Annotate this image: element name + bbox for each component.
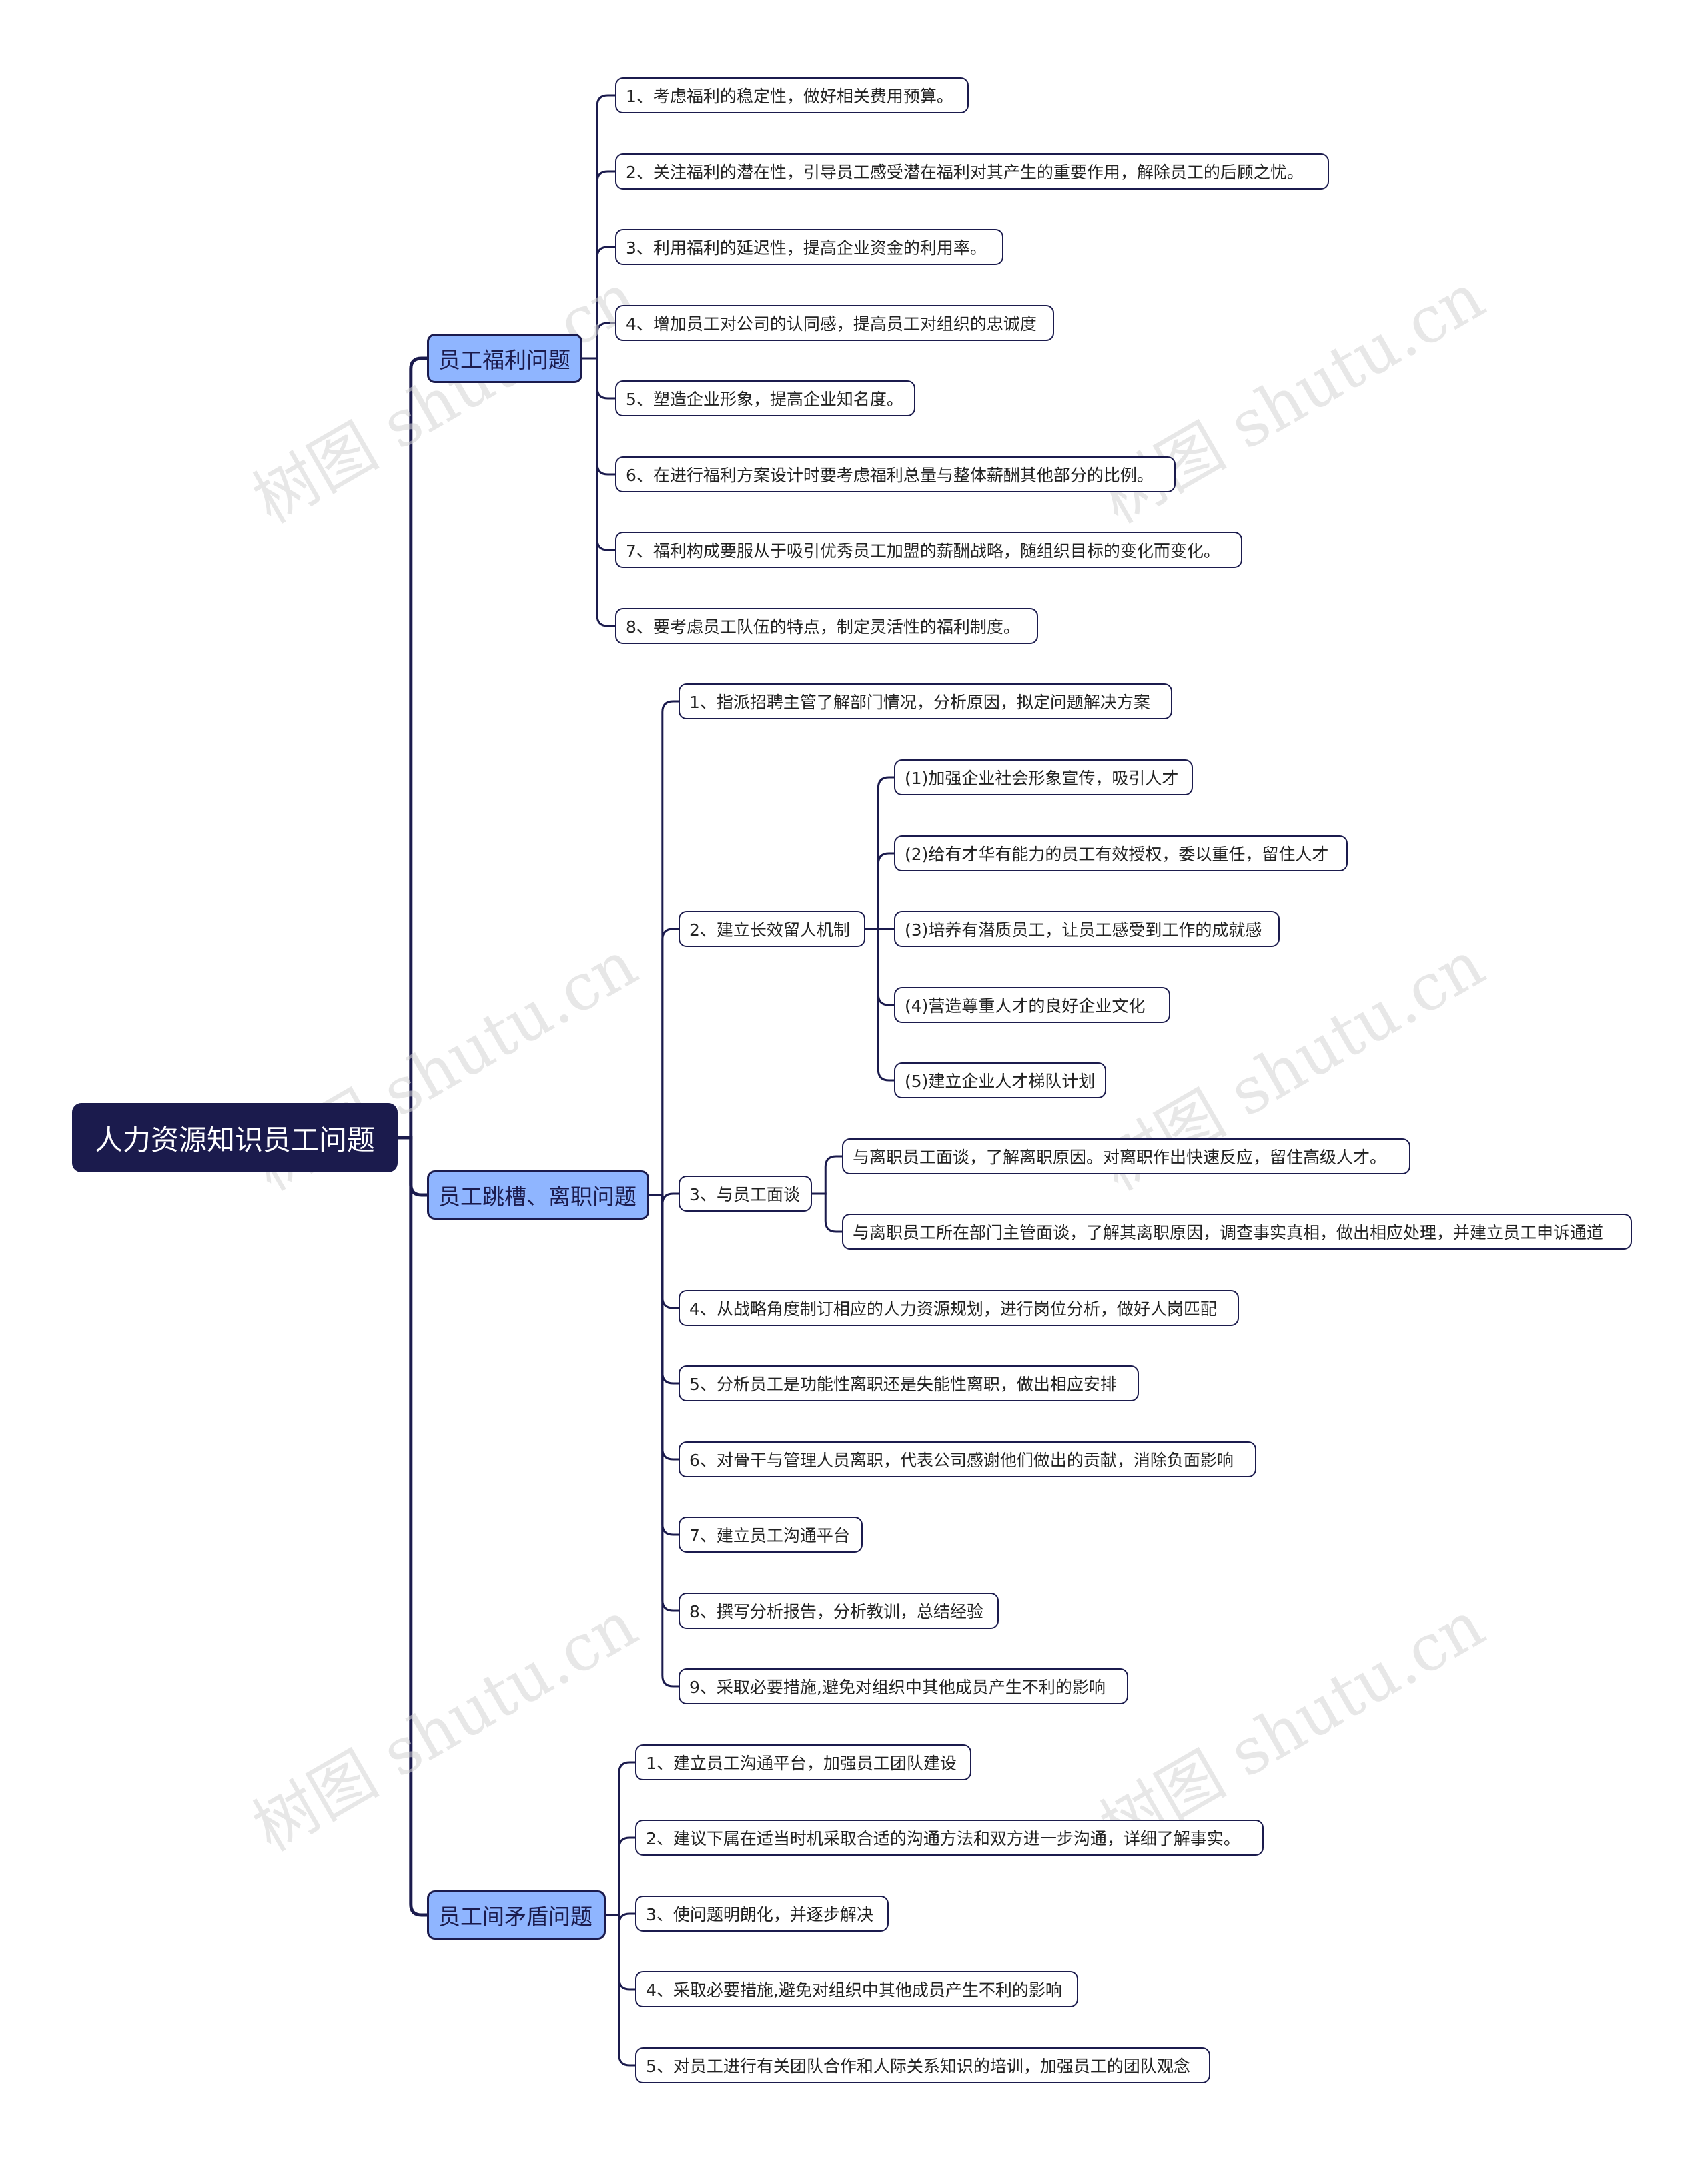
conflict-item-4[interactable]: 4、采取必要措施,避免对组织中其他成员产生不利的影响: [635, 1971, 1078, 2007]
turnover-item-9[interactable]: 9、采取必要措施,避免对组织中其他成员产生不利的影响: [679, 1668, 1128, 1704]
retention-item-1[interactable]: (1)加强企业社会形象宣传，吸引人才: [894, 759, 1193, 795]
retention-item-4[interactable]: (4)营造尊重人才的良好企业文化: [894, 987, 1170, 1023]
welfare-item-3[interactable]: 3、利用福利的延迟性，提高企业资金的利用率。: [615, 229, 1003, 265]
conflict-item-2[interactable]: 2、建议下属在适当时机采取合适的沟通方法和双方进一步沟通，详细了解事实。: [635, 1820, 1264, 1856]
turnover-item-7[interactable]: 7、建立员工沟通平台: [679, 1517, 863, 1553]
connector-line: [582, 357, 615, 476]
conflict-item-5[interactable]: 5、对员工进行有关团队合作和人际关系知识的培训，加强员工的团队观念: [635, 2047, 1210, 2083]
interview-item-2[interactable]: 与离职员工所在部门主管面谈，了解其离职原因，调查事实真相，做出相应处理，并建立员…: [842, 1214, 1632, 1250]
connector-line: [812, 1155, 842, 1195]
connector-line: [606, 1914, 635, 2067]
connector-line: [865, 776, 894, 930]
connector-line: [649, 1194, 679, 1688]
turnover-item-2[interactable]: 2、建立长效留人机制: [679, 911, 865, 947]
connector-line: [398, 1136, 427, 1917]
turnover-item-1[interactable]: 1、指派招聘主管了解部门情况，分析原因，拟定问题解决方案: [679, 683, 1172, 719]
connector-line: [606, 1761, 635, 1916]
connector-line: [582, 170, 615, 360]
connector-line: [582, 94, 615, 360]
connector-line: [649, 928, 679, 1196]
retention-item-5[interactable]: (5)建立企业人才梯队计划: [894, 1062, 1106, 1098]
connector-line: [606, 1836, 635, 1916]
root-topic[interactable]: 人力资源知识员工问题: [72, 1103, 398, 1172]
welfare-item-2[interactable]: 2、关注福利的潜在性，引导员工感受潜在福利对其产生的重要作用，解除员工的后顾之忧…: [615, 153, 1329, 190]
welfare-item-7[interactable]: 7、福利构成要服从于吸引优秀员工加盟的薪酬战略，随组织目标的变化而变化。: [615, 532, 1242, 568]
welfare-item-6[interactable]: 6、在进行福利方案设计时要考虑福利总量与整体薪酬其他部分的比例。: [615, 456, 1176, 492]
connector-line: [865, 852, 894, 930]
turnover-item-3[interactable]: 3、与员工面谈: [679, 1176, 812, 1212]
retention-item-2[interactable]: (2)给有才华有能力的员工有效授权，委以重任，留住人才: [894, 835, 1348, 871]
conflict-item-3[interactable]: 3、使问题明朗化，并逐步解决: [635, 1896, 889, 1932]
turnover-item-6[interactable]: 6、对骨干与管理人员离职，代表公司感谢他们做出的贡献，消除负面影响: [679, 1441, 1256, 1477]
connector-line: [606, 1914, 635, 1991]
connector-line: [812, 1192, 842, 1233]
connector-line: [865, 928, 894, 1006]
connector-line: [582, 357, 615, 400]
welfare-item-4[interactable]: 4、增加员工对公司的认同感，提高员工对组织的忠诚度: [615, 305, 1054, 341]
connector-line: [582, 357, 615, 627]
interview-item-1[interactable]: 与离职员工面谈，了解离职原因。对离职作出快速反应，留住高级人才。: [842, 1138, 1410, 1174]
connector-line: [649, 1194, 679, 1536]
connector-line: [865, 928, 894, 1082]
connector-line: [398, 356, 427, 1140]
connector-line: [649, 1194, 679, 1461]
turnover-item-5[interactable]: 5、分析员工是功能性离职还是失能性离职，做出相应安排: [679, 1365, 1139, 1401]
connector-line: [582, 357, 615, 551]
turnover-item-4[interactable]: 4、从战略角度制订相应的人力资源规划，进行岗位分析，做好人岗匹配: [679, 1290, 1239, 1326]
branch-turnover[interactable]: 员工跳槽、离职问题: [427, 1170, 649, 1220]
turnover-item-8[interactable]: 8、撰写分析报告，分析教训，总结经验: [679, 1593, 999, 1629]
branch-welfare[interactable]: 员工福利问题: [427, 334, 582, 383]
connector-line: [649, 1194, 679, 1612]
welfare-item-1[interactable]: 1、考虑福利的稳定性，做好相关费用预算。: [615, 77, 969, 113]
branch-conflict[interactable]: 员工间矛盾问题: [427, 1890, 606, 1940]
connector-line: [649, 1194, 679, 1309]
connector-line: [582, 246, 615, 360]
welfare-item-8[interactable]: 8、要考虑员工队伍的特点，制定灵活性的福利制度。: [615, 608, 1038, 644]
retention-item-3[interactable]: (3)培养有潜质员工，让员工感受到工作的成就感: [894, 911, 1280, 947]
welfare-item-5[interactable]: 5、塑造企业形象，提高企业知名度。: [615, 380, 915, 416]
connector-line: [582, 322, 615, 360]
connector-line: [649, 1194, 679, 1385]
connector-line: [649, 700, 679, 1196]
conflict-item-1[interactable]: 1、建立员工沟通平台，加强员工团队建设: [635, 1744, 971, 1780]
